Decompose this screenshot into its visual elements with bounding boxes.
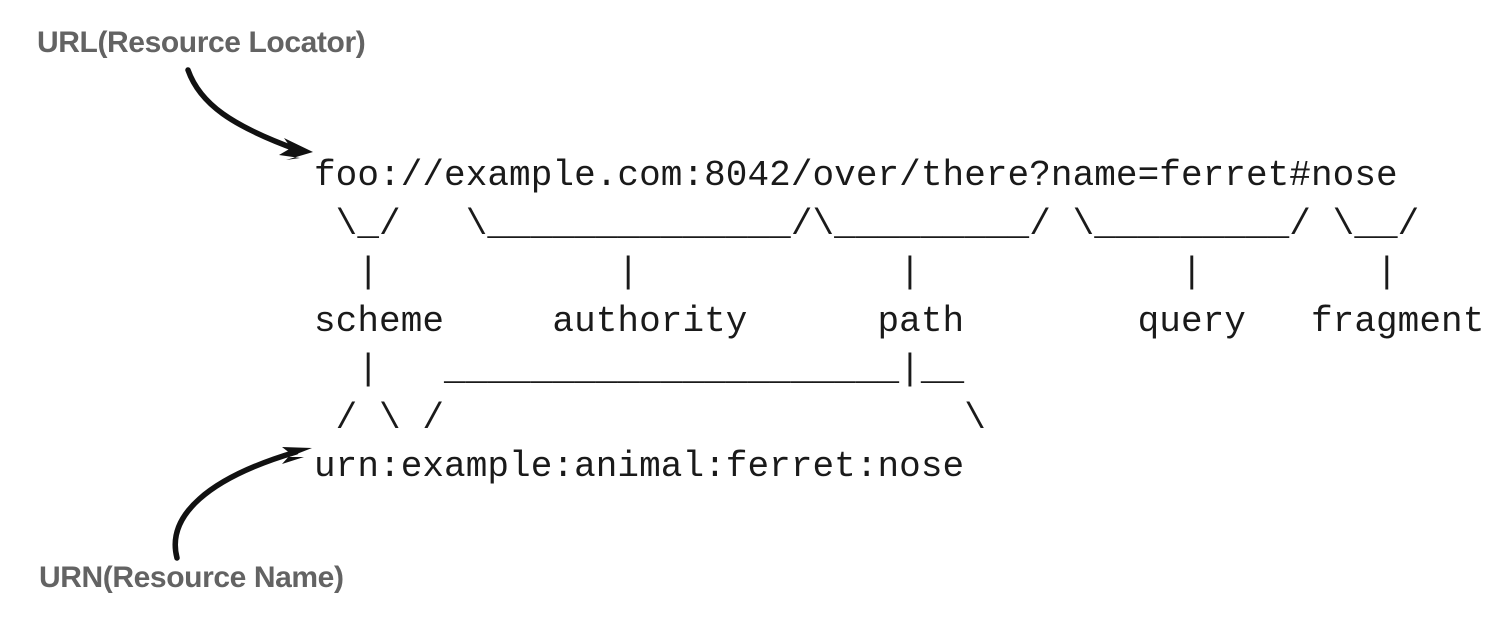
urn-annotation-label: URN(Resource Name) (39, 561, 344, 594)
url-arrow-curve (185, 67, 301, 153)
urn-arrow-head (282, 447, 312, 464)
url-arrow-head (279, 138, 313, 160)
url-annotation-label: URL(Resource Locator) (37, 26, 366, 59)
uri-ascii-diagram: foo://example.com:8042/over/there?name=f… (314, 155, 1485, 487)
urn-arrow-curve (172, 449, 299, 561)
